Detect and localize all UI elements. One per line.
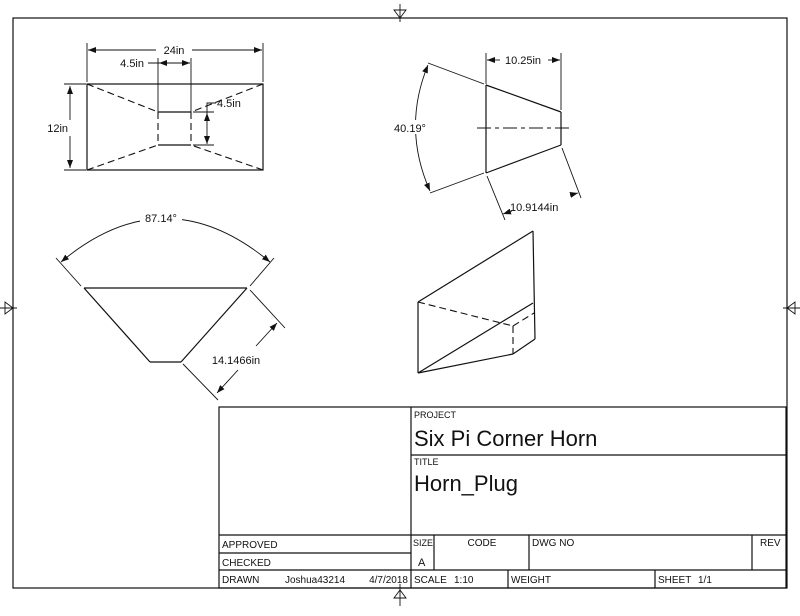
centering-mark-right (783, 301, 800, 315)
top-slant-dimension: 14.1466in (212, 355, 260, 367)
front-view: 24in 4.5in 12in 4.5in (47, 43, 264, 171)
sheet-value: 1/1 (698, 575, 712, 586)
checked-label: CHECKED (222, 558, 271, 569)
top-angle-dimension: 87.14° (145, 213, 177, 225)
scale-label: SCALE (414, 575, 447, 586)
width-dimension: 24in (164, 45, 185, 57)
top-view: 87.14° 14.1466in (55, 210, 286, 401)
side-slant-dimension: 10.9144in (510, 202, 558, 214)
dwg-no-label: DWG NO (532, 538, 574, 549)
drawn-label: DRAWN (222, 575, 259, 586)
title-label: TITLE (414, 457, 439, 467)
approved-label: APPROVED (222, 540, 278, 551)
side-view: 10.25in 40.19° 10.9144in (390, 53, 582, 221)
rev-label: REV (760, 538, 781, 549)
size-label: SIZE (413, 538, 433, 548)
isometric-view (417, 230, 536, 374)
side-angle-dimension: 40.19° (394, 123, 426, 135)
project-name: Six Pi Corner Horn (414, 426, 597, 451)
weight-label: WEIGHT (511, 575, 551, 586)
code-label: CODE (468, 538, 497, 549)
drawn-date: 4/7/2018 (369, 575, 408, 586)
centering-mark-bottom (393, 584, 407, 606)
sheet-border (12, 17, 788, 589)
sheet-label: SHEET (658, 575, 691, 586)
inner-width-dimension: 4.5in (120, 58, 144, 70)
centering-mark-left (0, 301, 17, 315)
height-dimension: 12in (47, 123, 68, 135)
drawing-title: Horn_Plug (414, 471, 518, 496)
size-value: A (418, 557, 426, 569)
length-dimension: 10.25in (505, 55, 541, 67)
drawn-by: Joshua43214 (285, 575, 345, 586)
title-block: PROJECT Six Pi Corner Horn TITLE Horn_Pl… (218, 406, 787, 589)
inner-height-dimension: 4.5in (217, 98, 241, 110)
scale-value: 1:10 (454, 575, 474, 586)
centering-mark-top (393, 4, 407, 22)
project-label: PROJECT (414, 410, 457, 420)
